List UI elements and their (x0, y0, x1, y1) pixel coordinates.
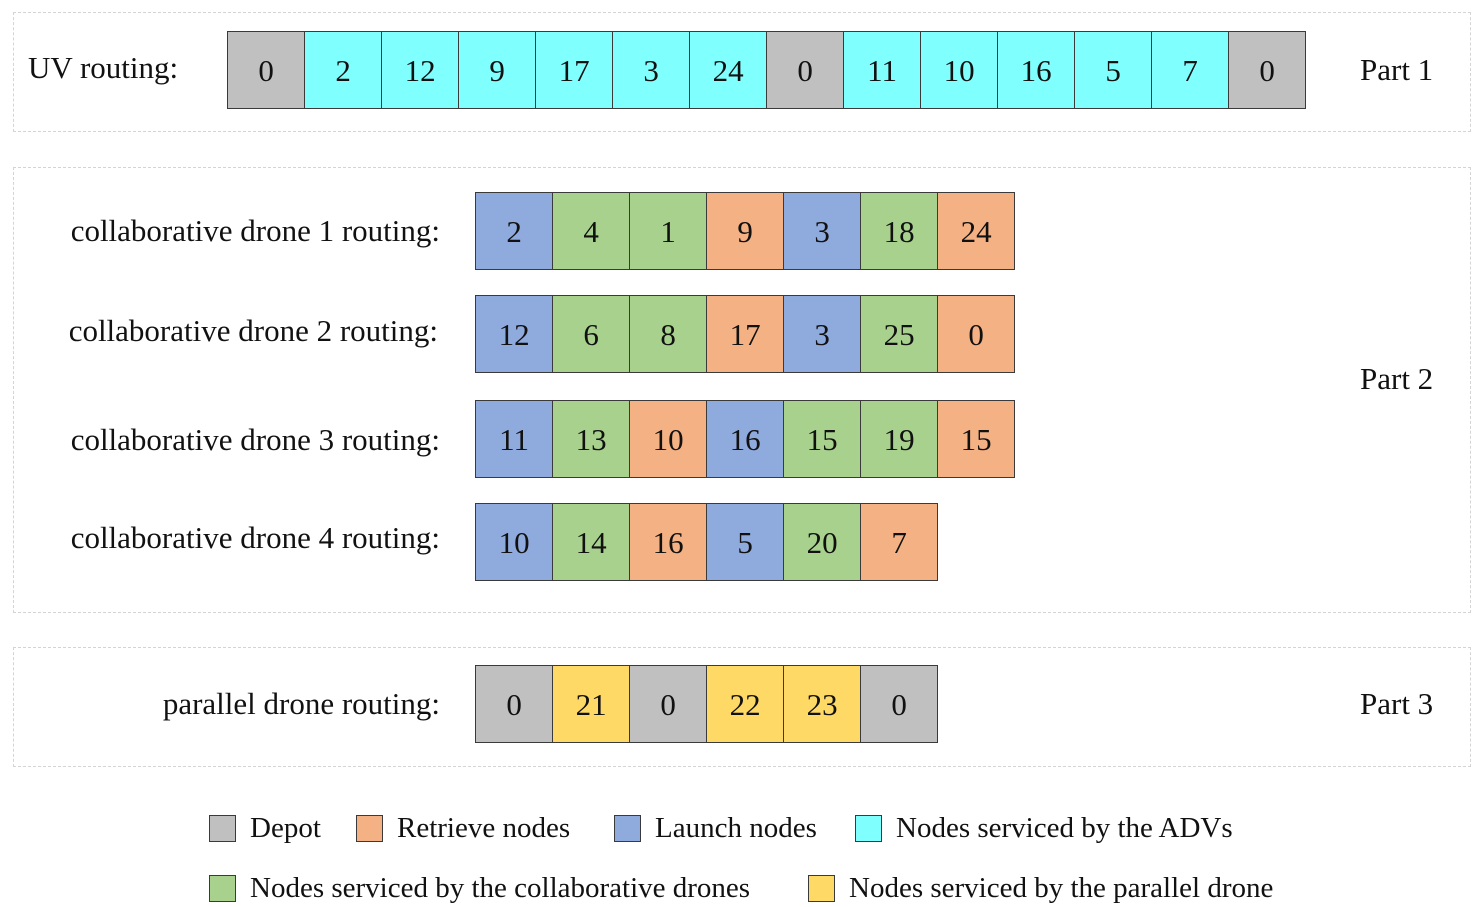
node-cell-launch: 11 (475, 400, 554, 478)
legend-label-adv: Nodes serviced by the ADVs (896, 812, 1233, 844)
node-cell-retrieve: 15 (937, 400, 1016, 478)
legend-swatch-adv (855, 815, 882, 842)
node-cell-adv: 2 (304, 31, 383, 109)
node-cell-parallel: 21 (552, 665, 631, 743)
parallel-drone-label: parallel drone routing: (162, 686, 440, 721)
node-cell-retrieve: 24 (937, 192, 1016, 270)
collab-drone-4-label: collaborative drone 4 routing: (70, 520, 440, 555)
node-cell-retrieve: 17 (706, 295, 785, 373)
node-cell-depot: 0 (475, 665, 554, 743)
node-cell-depot: 0 (766, 31, 845, 109)
legend-collab: Nodes serviced by the collaborative dron… (209, 874, 750, 903)
legend-launch: Launch nodes (614, 814, 817, 843)
collab-drone-3-label: collaborative drone 3 routing: (70, 422, 440, 457)
node-cell-depot: 0 (629, 665, 708, 743)
node-cell-adv: 16 (997, 31, 1076, 109)
legend-swatch-collab (209, 875, 236, 902)
node-cell-retrieve: 7 (860, 503, 939, 581)
node-cell-launch: 3 (783, 192, 862, 270)
legend-adv: Nodes serviced by the ADVs (855, 814, 1233, 843)
node-cell-depot: 0 (227, 31, 306, 109)
node-cell-retrieve: 0 (937, 295, 1016, 373)
node-cell-launch: 3 (783, 295, 862, 373)
node-cell-adv: 11 (843, 31, 922, 109)
part-3-frame (13, 647, 1471, 767)
node-cell-collab: 14 (552, 503, 631, 581)
node-cell-collab: 15 (783, 400, 862, 478)
node-cell-depot: 0 (1228, 31, 1307, 109)
collab-drone-2-label: collaborative drone 2 routing: (68, 313, 438, 348)
legend-label-launch: Launch nodes (655, 812, 817, 844)
node-cell-collab: 20 (783, 503, 862, 581)
part-2-label: Part 2 (1360, 361, 1434, 396)
uv-routing-label: UV routing: (28, 50, 179, 85)
legend-swatch-parallel (808, 875, 835, 902)
node-cell-retrieve: 9 (706, 192, 785, 270)
node-cell-collab: 25 (860, 295, 939, 373)
node-cell-adv: 7 (1151, 31, 1230, 109)
node-cell-adv: 17 (535, 31, 614, 109)
node-cell-collab: 1 (629, 192, 708, 270)
node-cell-retrieve: 10 (629, 400, 708, 478)
legend-parallel: Nodes serviced by the parallel drone (808, 874, 1273, 903)
part-1-label: Part 1 (1360, 52, 1434, 87)
node-cell-depot: 0 (860, 665, 939, 743)
legend-swatch-launch (614, 815, 641, 842)
legend-swatch-retrieve (356, 815, 383, 842)
node-cell-adv: 10 (920, 31, 999, 109)
node-cell-parallel: 22 (706, 665, 785, 743)
node-cell-launch: 10 (475, 503, 554, 581)
node-cell-collab: 18 (860, 192, 939, 270)
node-cell-collab: 6 (552, 295, 631, 373)
node-cell-parallel: 23 (783, 665, 862, 743)
node-cell-adv: 12 (381, 31, 460, 109)
collab-drone-1-label: collaborative drone 1 routing: (70, 213, 440, 248)
node-cell-adv: 24 (689, 31, 768, 109)
node-cell-collab: 19 (860, 400, 939, 478)
node-cell-collab: 13 (552, 400, 631, 478)
legend-label-collab: Nodes serviced by the collaborative dron… (250, 872, 751, 904)
node-cell-adv: 3 (612, 31, 691, 109)
node-cell-adv: 9 (458, 31, 537, 109)
legend-retrieve: Retrieve nodes (356, 814, 570, 843)
node-cell-launch: 5 (706, 503, 785, 581)
node-cell-collab: 4 (552, 192, 631, 270)
node-cell-retrieve: 16 (629, 503, 708, 581)
node-cell-launch: 12 (475, 295, 554, 373)
node-cell-launch: 2 (475, 192, 554, 270)
part-3-label: Part 3 (1360, 686, 1434, 721)
node-cell-launch: 16 (706, 400, 785, 478)
legend-label-parallel: Nodes serviced by the parallel drone (849, 872, 1274, 904)
node-cell-collab: 8 (629, 295, 708, 373)
legend-swatch-depot (209, 815, 236, 842)
part-1-frame (13, 12, 1471, 132)
part-2-frame (13, 167, 1471, 613)
legend-depot: Depot (209, 814, 321, 843)
node-cell-adv: 5 (1074, 31, 1153, 109)
legend-label-retrieve: Retrieve nodes (397, 812, 571, 844)
legend-label-depot: Depot (250, 812, 321, 844)
